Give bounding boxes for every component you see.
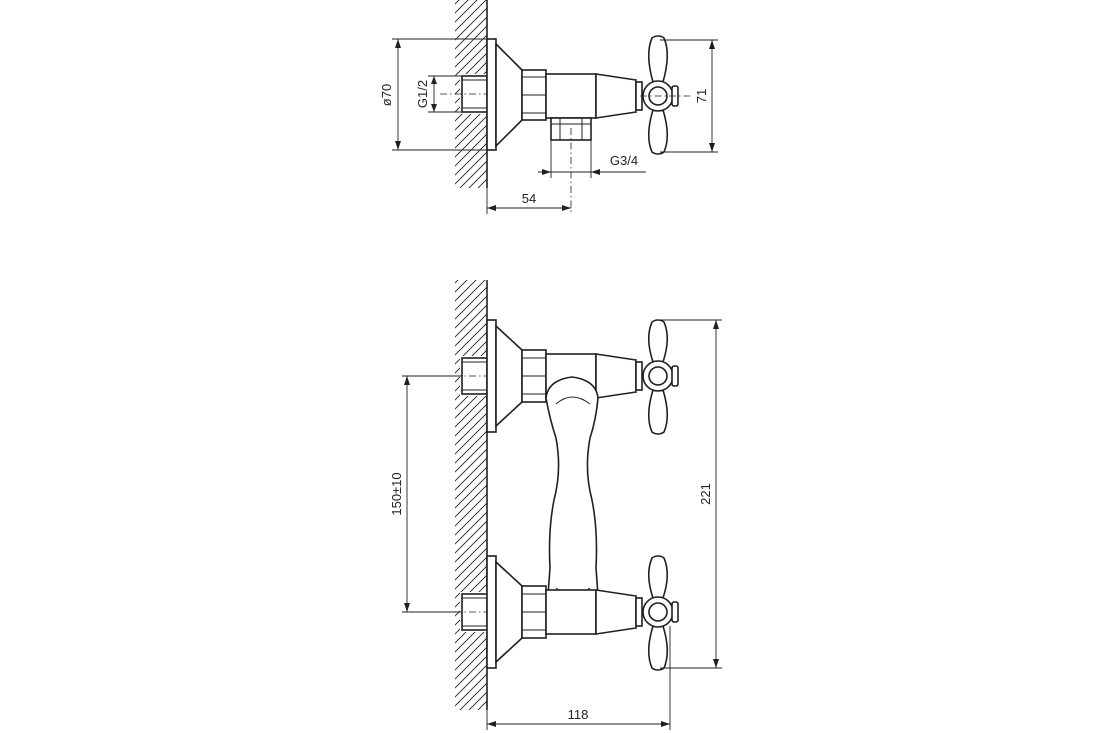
dimension-width: 118 — [486, 626, 671, 730]
inlet-pipe-top — [440, 75, 500, 113]
lower-escutcheon — [486, 555, 523, 669]
lower-valve-body — [545, 589, 643, 635]
hex-nut-top — [521, 69, 547, 121]
width-label: 118 — [568, 707, 589, 722]
mixer-body — [545, 376, 599, 609]
lower-cross-handle — [642, 555, 679, 671]
spacing-label: 150±10 — [389, 472, 404, 515]
front-view: 150±10 221 118 — [389, 280, 722, 730]
dimension-depth: 54 — [486, 188, 571, 214]
dimension-spacing: 150±10 — [389, 375, 462, 613]
cross-handle-top — [640, 35, 690, 155]
escutcheon-top — [486, 38, 523, 151]
top-view: ø70 G1/2 71 G3/4 — [379, 0, 718, 214]
depth-label: 54 — [522, 191, 536, 206]
dimension-thread-inlet: G1/2 — [415, 75, 462, 113]
dimension-diameter: ø70 — [379, 38, 487, 151]
dimension-height-top: 71 — [660, 39, 718, 153]
upper-escutcheon — [486, 319, 523, 433]
diameter-label: ø70 — [379, 84, 394, 106]
height-top-label: 71 — [694, 89, 709, 103]
thread-outlet-label: G3/4 — [610, 153, 638, 168]
upper-hex-nut — [521, 349, 547, 403]
valve-body-top — [545, 73, 643, 141]
wall-section-front — [455, 280, 488, 710]
lower-hex-nut — [521, 585, 547, 639]
thread-inlet-label: G1/2 — [415, 80, 430, 108]
upper-cross-handle — [642, 319, 679, 435]
dimension-thread-outlet: G3/4 — [538, 128, 646, 212]
height-front-label: 221 — [698, 483, 713, 505]
